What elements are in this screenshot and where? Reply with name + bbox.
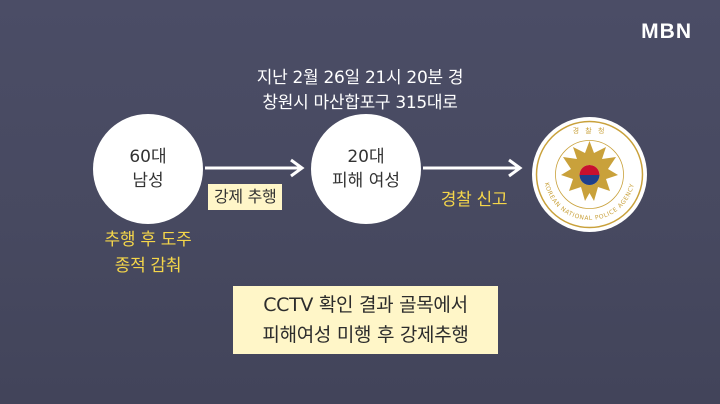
- victim-gender: 피해 여성: [332, 171, 400, 191]
- cctv-note-box: CCTV 확인 결과 골목에서 피해여성 미행 후 강제추행: [233, 286, 498, 354]
- edge-label-assault: 강제 추행: [208, 184, 283, 210]
- victim-node: 20대 피해 여성: [311, 114, 421, 224]
- incident-location: 창원시 마산합포구 315대로: [262, 93, 458, 113]
- suspect-note-line1: 추행 후 도주: [104, 230, 192, 250]
- suspect-gender: 남성: [132, 171, 164, 191]
- emblem-top-text: 경 찰 청: [572, 127, 607, 135]
- suspect-note-line2: 종적 감춰: [114, 256, 182, 276]
- victim-age: 20대: [347, 147, 385, 167]
- edge-label-report: 경찰 신고: [440, 190, 508, 210]
- cctv-note-line2: 피해여성 미행 후 강제추행: [262, 324, 469, 346]
- emblem-ring-text: KOREAN NATIONAL POLICE AGENCY: [543, 182, 636, 222]
- arrow-icon: [205, 158, 305, 178]
- police-emblem-icon: [532, 117, 647, 232]
- arrow-icon: [423, 158, 523, 178]
- suspect-node: 60대 남성: [93, 114, 203, 224]
- emblem-ring-label: KOREAN NATIONAL POLICE AGENCY: [543, 182, 636, 222]
- mbn-logo: MBN: [641, 20, 692, 43]
- suspect-note: 추행 후 도주 종적 감춰: [73, 227, 223, 279]
- suspect-age: 60대: [129, 147, 167, 167]
- cctv-note-line1: CCTV 확인 결과 골목에서: [263, 294, 468, 316]
- incident-datetime: 지난 2월 26일 21시 20분 경: [256, 68, 464, 88]
- svg-text:KOREAN NATIONAL POLICE AGENCY: KOREAN NATIONAL POLICE AGENCY: [543, 182, 636, 222]
